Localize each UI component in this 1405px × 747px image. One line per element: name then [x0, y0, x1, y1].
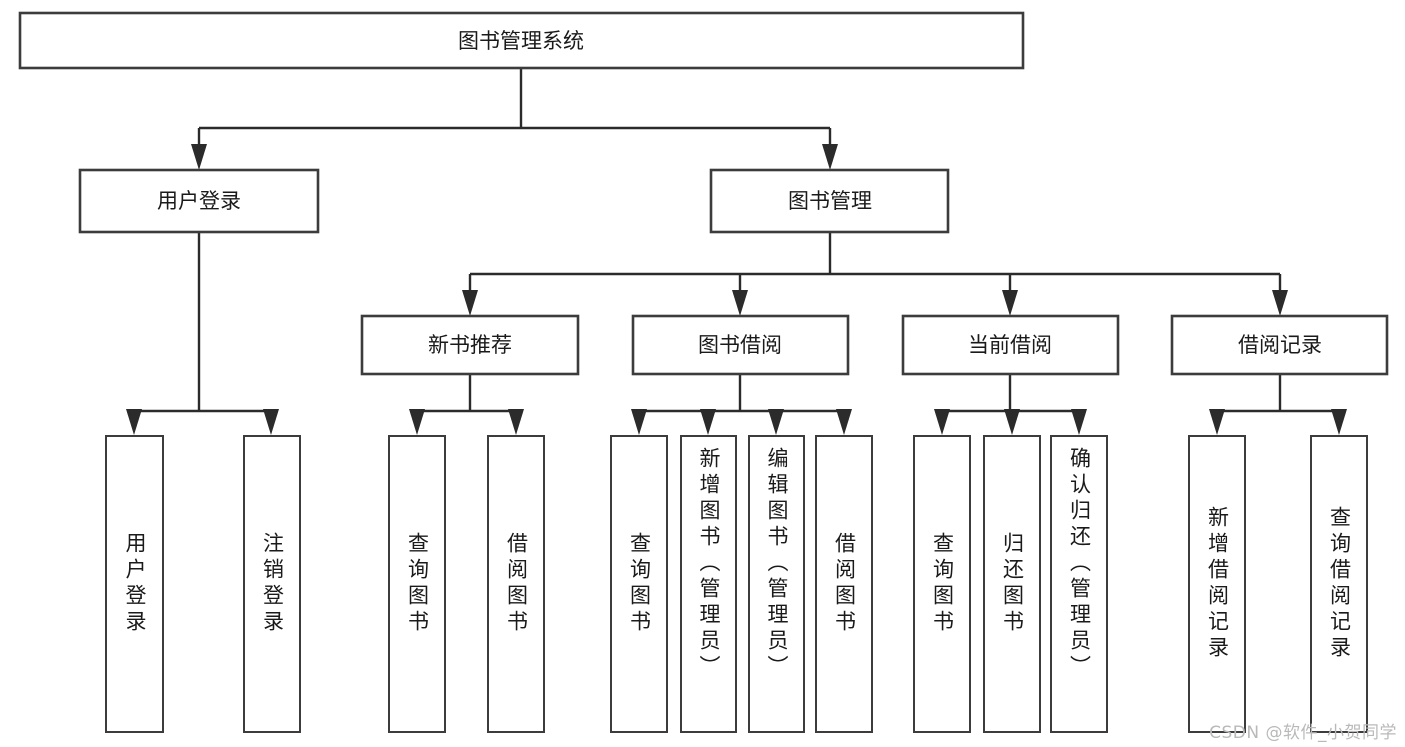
node-book-borrow-box[interactable]: [631, 314, 850, 376]
leaf-node-confirm-return-admin[interactable]: 确认归还（管理员）: [1050, 435, 1108, 733]
arrow-borrow-to-l2: [700, 409, 716, 435]
leaf-node-query-book-recommend[interactable]: 查询图书: [388, 435, 446, 733]
leaf-label: 查询图书: [405, 532, 430, 636]
leaf-label: 用户登录: [122, 532, 147, 636]
leaf-label: 查询图书: [627, 532, 652, 636]
node-book-borrow[interactable]: 图书借阅: [631, 314, 850, 376]
leaf-node-add-borrow-record[interactable]: 新增借阅记录: [1188, 435, 1246, 733]
arrow-newbook-to-l1: [409, 409, 425, 435]
leaf-label: 确认归还（管理员）: [1067, 447, 1092, 681]
arrow-login-to-l2: [263, 409, 279, 435]
leaf-label: 新增图书（管理员）: [696, 447, 721, 681]
node-user-login[interactable]: 用户登录: [78, 168, 320, 234]
node-book-management-label: 图书管理: [788, 189, 872, 213]
node-new-book-recommend[interactable]: 新书推荐: [360, 314, 580, 376]
node-book-borrow-label: 图书借阅: [698, 333, 782, 357]
arrow-bookmgmt-to-newbook: [462, 290, 478, 316]
connector-group-root: [191, 68, 838, 170]
arrow-bookmgmt-to-records: [1272, 290, 1288, 316]
node-borrow-records-label: 借阅记录: [1238, 333, 1322, 357]
connector-group-current-children: [934, 374, 1087, 435]
node-current-borrow-box[interactable]: [901, 314, 1120, 376]
connector-group-login-children: [126, 232, 279, 435]
leaf-label: 查询图书: [930, 532, 955, 636]
arrow-bookmgmt-to-current: [1002, 290, 1018, 316]
node-root[interactable]: 图书管理系统: [18, 11, 1025, 70]
connector-group-records-children: [1209, 374, 1347, 435]
node-current-borrow[interactable]: 当前借阅: [901, 314, 1120, 376]
connector-group-bookmgmt: [462, 232, 1288, 316]
arrow-records-to-l2: [1331, 409, 1347, 435]
leaf-label: 归还图书: [1000, 532, 1025, 636]
leaf-label: 编辑图书（管理员）: [764, 447, 789, 681]
leaf-node-borrow-book-recommend[interactable]: 借阅图书: [487, 435, 545, 733]
leaf-node-query-book-current[interactable]: 查询图书: [913, 435, 971, 733]
arrow-login-to-l1: [126, 409, 142, 435]
node-user-login-box[interactable]: [78, 168, 320, 234]
arrow-borrow-to-l1: [631, 409, 647, 435]
arrow-current-to-l3: [1071, 409, 1087, 435]
node-new-book-recommend-box[interactable]: [360, 314, 580, 376]
node-book-management[interactable]: 图书管理: [709, 168, 950, 234]
arrow-current-to-l1: [934, 409, 950, 435]
connector-group-newbook-children: [409, 374, 524, 435]
node-new-book-recommend-label: 新书推荐: [428, 333, 512, 357]
arrow-borrow-to-l4: [836, 409, 852, 435]
arrow-root-to-login: [191, 144, 207, 170]
leaf-node-add-book-admin[interactable]: 新增图书（管理员）: [680, 435, 737, 733]
node-root-box[interactable]: [18, 11, 1025, 70]
node-borrow-records[interactable]: 借阅记录: [1170, 314, 1389, 376]
arrow-root-to-bookmgmt: [822, 144, 838, 170]
node-book-management-box[interactable]: [709, 168, 950, 234]
leaf-label: 新增借阅记录: [1205, 506, 1230, 662]
leaf-node-logout[interactable]: 注销登录: [243, 435, 301, 733]
node-borrow-records-box[interactable]: [1170, 314, 1389, 376]
arrow-current-to-l2: [1004, 409, 1020, 435]
arrow-newbook-to-l2: [508, 409, 524, 435]
leaf-label: 借阅图书: [832, 532, 857, 636]
leaf-node-edit-book-admin[interactable]: 编辑图书（管理员）: [748, 435, 805, 733]
leaf-label: 借阅图书: [504, 532, 529, 636]
leaf-label: 注销登录: [260, 532, 285, 636]
leaf-node-query-book-borrow[interactable]: 查询图书: [610, 435, 668, 733]
node-current-borrow-label: 当前借阅: [968, 333, 1052, 357]
leaf-node-user-login[interactable]: 用户登录: [105, 435, 164, 733]
node-root-label: 图书管理系统: [458, 29, 584, 53]
node-user-login-label: 用户登录: [157, 189, 241, 213]
leaf-label: 查询借阅记录: [1327, 506, 1352, 662]
leaf-node-borrow-book[interactable]: 借阅图书: [815, 435, 873, 733]
leaf-node-query-borrow-record[interactable]: 查询借阅记录: [1310, 435, 1368, 733]
arrow-records-to-l1: [1209, 409, 1225, 435]
leaf-node-return-book[interactable]: 归还图书: [983, 435, 1041, 733]
arrow-bookmgmt-to-borrow: [732, 290, 748, 316]
arrow-borrow-to-l3: [768, 409, 784, 435]
connector-group-borrow-children: [631, 374, 852, 435]
